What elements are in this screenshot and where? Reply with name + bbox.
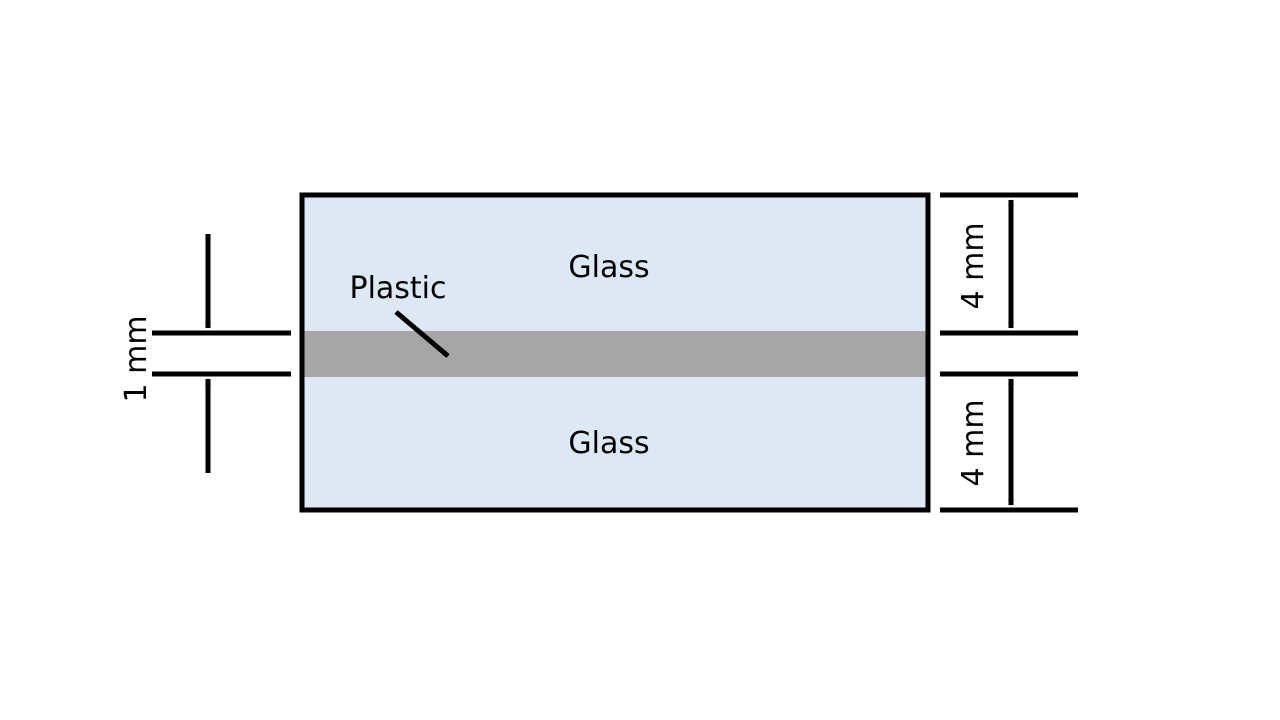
laminate-outline xyxy=(299,192,931,513)
right-top-dimension-label: 4 mm xyxy=(956,222,991,309)
plastic-pointer-arrow xyxy=(394,310,450,358)
right-bottom-dimension-label: 4 mm xyxy=(956,399,991,486)
left-dimension-label: 1 mm xyxy=(119,315,154,402)
glass-top-label: Glass xyxy=(568,250,649,285)
glass-top-layer xyxy=(302,195,928,331)
plastic-label: Plastic xyxy=(349,271,446,306)
glass-bottom-layer xyxy=(302,377,928,510)
glass-bottom-label: Glass xyxy=(568,426,649,461)
plastic-layer xyxy=(302,331,928,377)
